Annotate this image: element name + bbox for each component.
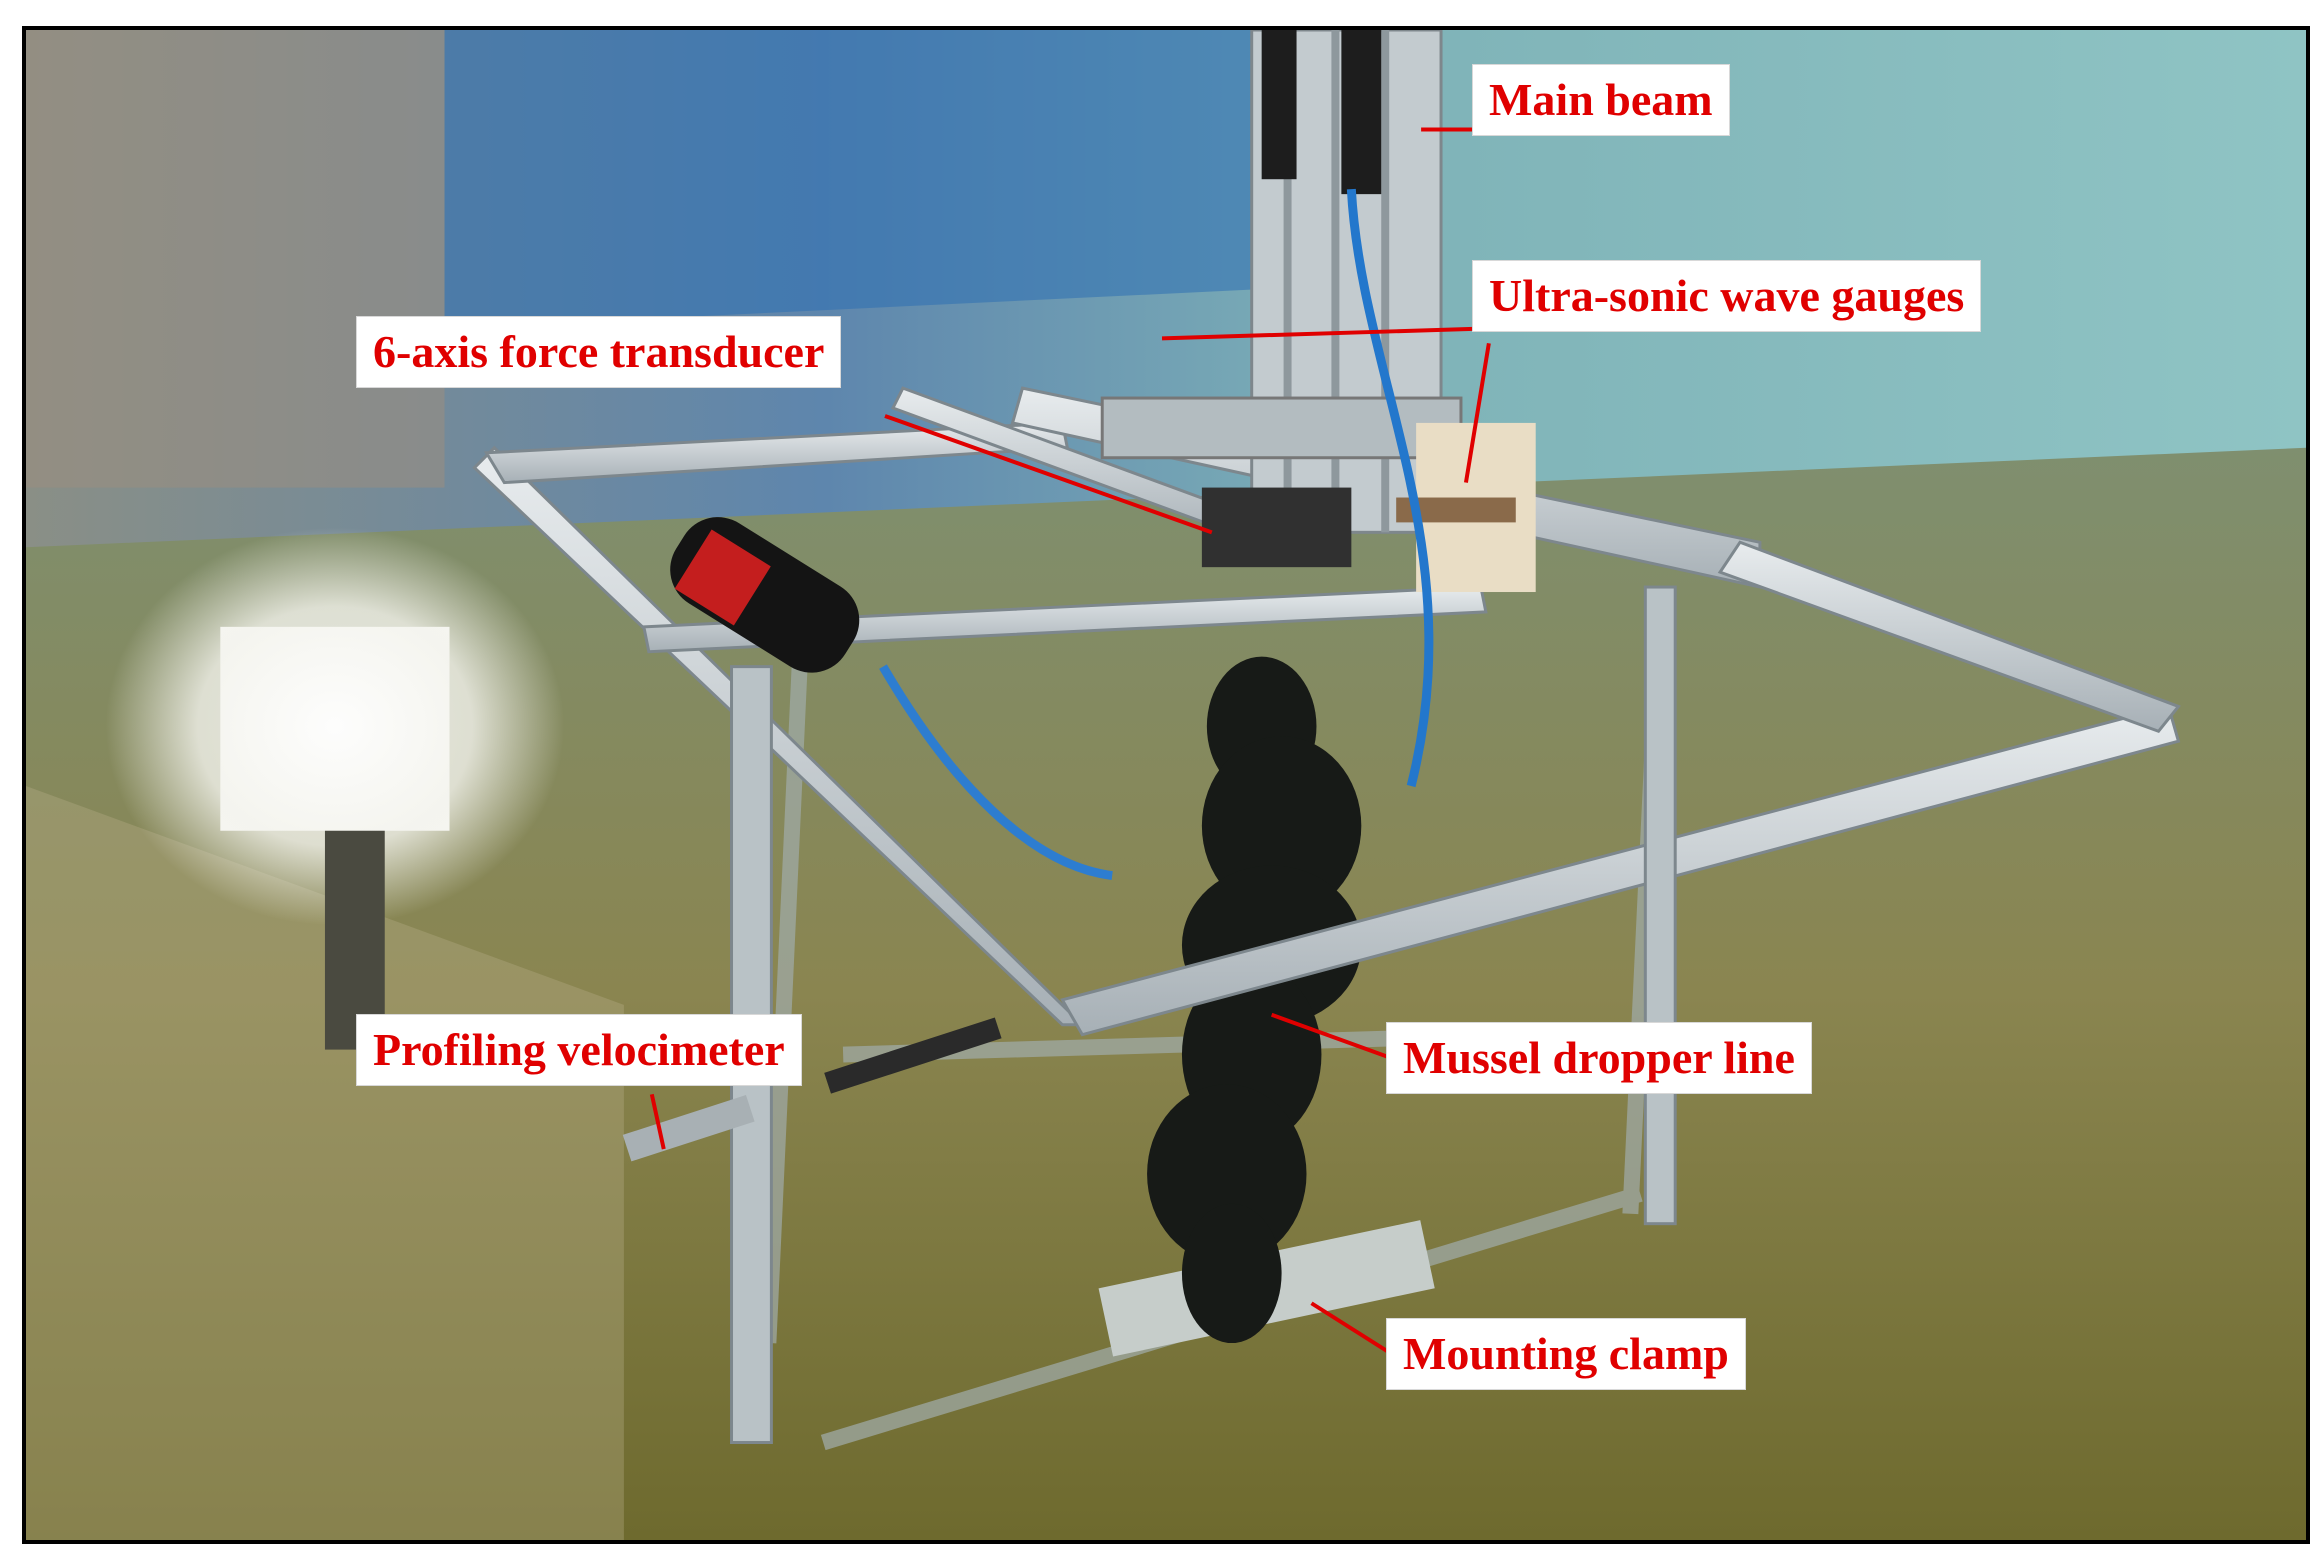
lamp-stand: [324, 830, 385, 1050]
photo-frame: Main beam Ultra-sonic wave gauges 6-axis…: [22, 26, 2310, 1544]
label-main-beam: Main beam: [1472, 64, 1730, 136]
label-wave-gauges: Ultra-sonic wave gauges: [1472, 260, 1982, 332]
lamp-glow: [105, 527, 565, 926]
profiling-velocimeter: [622, 517, 1002, 1162]
blue-cable: [1346, 188, 1434, 788]
main-beam-structure: [1100, 30, 1463, 568]
force-transducer-body: [1201, 487, 1352, 568]
blue-cable-velocimeter: [879, 664, 1113, 880]
leader-lines: [649, 127, 1491, 1357]
mural-area: [26, 30, 445, 488]
blue-wall-panel: [444, 30, 1322, 329]
label-mounting-clamp: Mounting clamp: [1386, 1318, 1746, 1390]
label-velocimeter: Profiling velocimeter: [356, 1014, 802, 1086]
label-dropper-line: Mussel dropper line: [1386, 1022, 1812, 1094]
mussel-dropper-line: [1147, 656, 1362, 1344]
label-force-transducer: 6-axis force transducer: [356, 316, 842, 388]
water-reflection: [26, 785, 624, 1540]
experiment-photo: [26, 30, 2306, 1540]
